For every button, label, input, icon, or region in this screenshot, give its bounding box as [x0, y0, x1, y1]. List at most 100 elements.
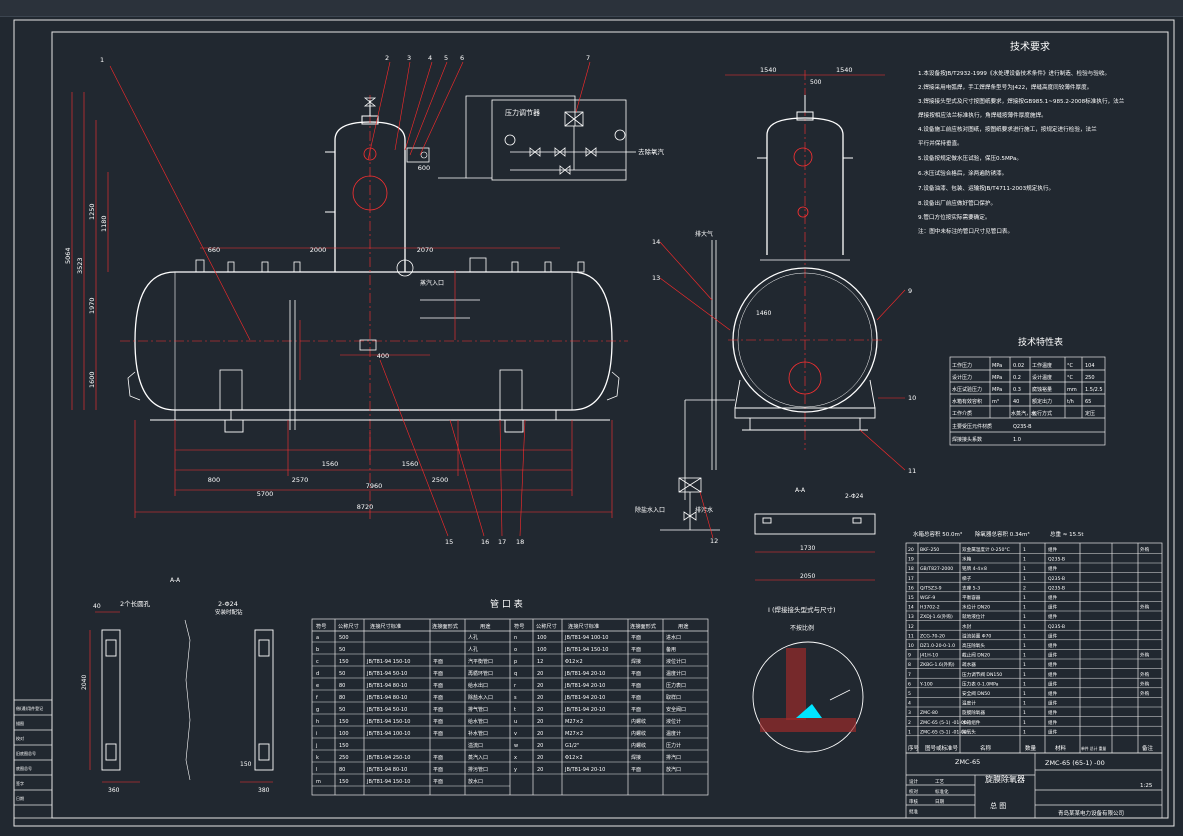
nozzle-cell: 放汽口: [666, 766, 681, 773]
svg-text:9.管口方位按实际需要确定。: 9.管口方位按实际需要确定。: [918, 213, 990, 221]
parts-cell: 梯子: [962, 575, 972, 582]
svg-text:4: 4: [428, 54, 432, 62]
svg-text:标准化: 标准化: [935, 788, 949, 795]
nozzle-cell: p: [514, 659, 517, 665]
parts-cell: GB/T827-2000: [920, 566, 953, 572]
nozzle-cell: 20: [537, 743, 543, 749]
side-anchor-label: 2-Φ24: [845, 493, 864, 500]
svg-text:连接面形式: 连接面形式: [630, 622, 657, 630]
nozzle-cell: 蒸汽入口: [468, 754, 488, 761]
nozzle-cell: m: [316, 779, 321, 785]
svg-text:14: 14: [652, 238, 660, 246]
svg-text:mm: mm: [1067, 387, 1077, 393]
parts-cell: 组件: [1048, 728, 1058, 735]
tech-note-total-volume: 水箱总容积 50.0m³: [913, 530, 962, 538]
parts-cell: Y-100: [919, 681, 933, 687]
parts-cell: 1: [1023, 720, 1026, 726]
svg-text:0.2: 0.2: [1013, 375, 1021, 381]
nozzle-cell: 50: [339, 671, 345, 677]
parts-cell: 1: [1023, 605, 1026, 611]
parts-cell: 外购: [1140, 680, 1150, 687]
svg-text:材料: 材料: [1055, 744, 1067, 752]
svg-text:7.设备油漆、包装、运输按JB/T4711-2003规定执行: 7.设备油漆、包装、运输按JB/T4711-2003规定执行。: [918, 184, 1054, 192]
nozzle-cell: JB/T81-94 20-10: [564, 707, 605, 713]
nozzle-cell: 给水出口: [468, 682, 488, 689]
parts-cell: 1: [1023, 710, 1026, 716]
parts-cell: 17: [908, 576, 914, 582]
svg-text:定压: 定压: [1085, 410, 1095, 417]
nozzle-cell: s: [514, 695, 517, 701]
parts-cell: 组件: [1048, 719, 1058, 726]
svg-text:9: 9: [908, 287, 912, 295]
title-name: 旋膜除氧器: [985, 774, 1025, 784]
svg-text:3: 3: [407, 54, 411, 62]
svg-text:65: 65: [1085, 399, 1091, 405]
nozzle-cell: 80: [339, 767, 345, 773]
dim-2000: 2000: [310, 246, 327, 254]
title-scale: 1:25: [1140, 783, 1153, 789]
parts-cell: ZMC-65 (5-1) -01-00: [920, 720, 967, 726]
parts-cell: 压力调节阀 DN150: [962, 671, 1002, 678]
nozzle-cell: c: [316, 659, 319, 665]
dim-3523: 3523: [76, 257, 84, 274]
nozzle-cell: JB/T81-94 150-10: [366, 779, 410, 785]
nozzle-cell: 平面: [631, 647, 641, 653]
nozzle-cell: JB/T81-94 20-10: [564, 683, 605, 689]
nozzle-cell: 平面: [433, 767, 443, 773]
parts-cell: Q235-B: [1048, 557, 1065, 563]
parts-cell: 1: [1023, 681, 1026, 687]
detail-dim-360: 360: [108, 787, 120, 794]
svg-text:名称: 名称: [980, 744, 992, 752]
dim-660: 660: [208, 246, 220, 254]
parts-cell: 旋膜除氧器: [962, 709, 985, 716]
nozzle-cell: x: [514, 755, 517, 761]
nozzle-cell: 安全阀口: [666, 706, 686, 713]
nozzle-cell: G1/2": [565, 743, 579, 749]
parts-cell: 20: [908, 547, 914, 553]
svg-text:运行方式: 运行方式: [1032, 410, 1052, 417]
tech-note-deaerator-volume: 除氧器总容积 0.34m³: [975, 530, 1030, 538]
svg-text:16: 16: [481, 538, 489, 546]
parts-cell: 组件: [1048, 661, 1058, 668]
nozzle-cell: 内螺纹: [631, 730, 646, 737]
svg-text:°C: °C: [1067, 375, 1074, 381]
nozzle-cell: g: [316, 707, 319, 713]
dim-800: 800: [208, 476, 220, 484]
nozzle-cell: 取样口: [666, 694, 681, 701]
nozzle-cell: 20: [537, 755, 543, 761]
parts-cell: 水箱组件: [962, 719, 981, 726]
svg-text:平行并保持垂直。: 平行并保持垂直。: [918, 139, 963, 147]
left-strip-labels: 借(通)用件登记 描图 校对 旧底图总号 底图总号 签字 日期: [16, 705, 43, 801]
nozzle-cell: 100: [537, 647, 547, 653]
weld-detail-view: I (焊接接头型式与尺寸) 不按比例: [752, 605, 864, 753]
nozzle-cell: 排污管口: [468, 766, 488, 773]
dim-1560: 1560: [322, 460, 339, 468]
nozzle-cell: 50: [339, 707, 345, 713]
nozzle-cell: 再循环管口: [468, 670, 493, 677]
nozzle-cell: 内螺纹: [631, 718, 646, 725]
svg-text:底图总号: 底图总号: [16, 765, 32, 771]
side-dim-1460: 1460: [756, 310, 771, 317]
parts-cell: 14: [908, 605, 914, 611]
nozzle-cell: 平面: [433, 683, 443, 689]
svg-text:13: 13: [652, 274, 660, 282]
parts-cell: WGF-9: [920, 595, 935, 601]
dim-2500: 2500: [432, 476, 449, 484]
parts-cell: 1: [1023, 643, 1026, 649]
svg-text:符号: 符号: [514, 622, 524, 630]
parts-cell: 压力表 0-1.0MPa: [962, 680, 999, 687]
parts-cell: H3702-2: [920, 605, 940, 611]
svg-text:10: 10: [908, 394, 916, 402]
nozzle-cell: JB/T81-94 20-10: [564, 695, 605, 701]
nozzle-table-title: 管 口 表: [490, 598, 523, 610]
title-drawing-no: ZMC-65 (65-1) -00: [1045, 759, 1105, 767]
nozzle-cell: b: [316, 647, 319, 653]
nozzle-cell: 平面: [631, 635, 641, 641]
parts-cell: ZXDJ-1.6(外购): [920, 613, 953, 620]
svg-text:3.焊接接头型式及尺寸按图纸要求，焊接按GB985.1~98: 3.焊接接头型式及尺寸按图纸要求，焊接按GB985.1~985.2-2008标准…: [918, 97, 1125, 105]
side-section-aa-label: A-A: [795, 487, 806, 494]
svg-text:旧底图总号: 旧底图总号: [16, 750, 36, 756]
nozzle-cell: 平面: [433, 755, 443, 761]
svg-text:工艺: 工艺: [935, 779, 944, 785]
